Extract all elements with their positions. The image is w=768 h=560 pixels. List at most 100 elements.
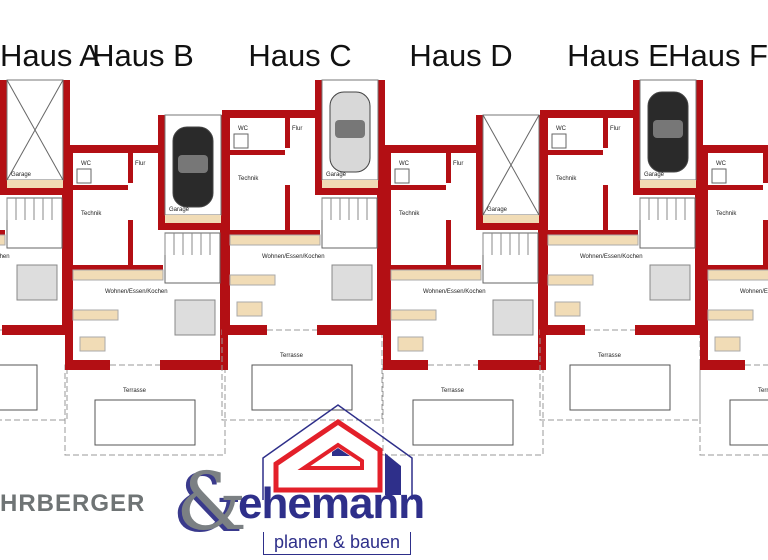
garage-shelf <box>640 180 696 188</box>
ehemann-house-logo-icon <box>262 404 413 500</box>
shower-icon <box>233 133 249 149</box>
living-label: Wohnen/Essen/Kochen <box>580 254 643 260</box>
shower-icon <box>76 168 92 184</box>
house-title: Haus B <box>92 38 194 73</box>
wall-left <box>383 145 391 370</box>
terrace-area <box>569 364 671 411</box>
wall-top <box>65 145 161 153</box>
terrace-label: Terrasse <box>598 353 622 359</box>
shower-icon <box>551 133 567 149</box>
terrace-area <box>412 399 514 446</box>
dining-table <box>397 336 424 352</box>
sofa-icon <box>331 264 373 301</box>
garage-label: Garage <box>644 172 665 178</box>
kitchen-counter <box>0 234 6 246</box>
terrace-label: Terrasse <box>280 353 304 359</box>
wall-left <box>700 145 708 370</box>
wall-technik <box>391 265 481 270</box>
garage-cross <box>482 114 540 216</box>
shower-icon <box>394 168 410 184</box>
living-label: Wohnen/Essen/Kochen <box>740 289 768 295</box>
garage-shelf <box>7 180 63 188</box>
kitchen-counter <box>547 234 639 246</box>
wall-technik-right <box>128 220 133 268</box>
wc-label: WC <box>716 161 727 167</box>
flur-label: Flur <box>453 161 463 167</box>
wall-left <box>222 110 230 335</box>
garage-shelf <box>165 215 221 223</box>
dining-table <box>714 336 741 352</box>
technik-label: Technik <box>716 211 737 217</box>
kitchen-counter <box>707 269 768 281</box>
car-windshield <box>335 120 365 138</box>
terrace-area <box>729 399 768 446</box>
floor-plan: Terrasse Garage WC FlurTechnikWohnen/Essen/… <box>0 79 768 456</box>
wall-flur <box>763 153 768 183</box>
kitchen-counter <box>229 234 321 246</box>
wall-bottom-right <box>2 325 70 335</box>
wall-flur <box>603 118 608 148</box>
dining-table <box>236 301 263 317</box>
flur-label: Flur <box>135 161 145 167</box>
wall-bottom-left <box>700 360 745 370</box>
partner-logo-text: HRBERGER <box>0 490 146 517</box>
terrace-area <box>251 364 353 411</box>
wall-bottom-right <box>478 360 546 370</box>
kitchen-counter <box>390 269 482 281</box>
terrace-outline <box>0 329 68 421</box>
wall-top <box>383 145 479 153</box>
living-label: Wohnen/Essen/Kochen <box>262 254 325 260</box>
wall-technik <box>230 230 320 235</box>
dining-table <box>554 301 581 317</box>
wall-technik-right <box>285 185 290 233</box>
wall-bottom-right <box>317 325 385 335</box>
terrace-label: Terrasse <box>441 388 465 394</box>
wall-technik <box>73 265 163 270</box>
wall-left <box>65 145 73 370</box>
sofa-icon <box>649 264 691 301</box>
house-title: Haus F <box>668 38 768 73</box>
dining-table <box>79 336 106 352</box>
wall-wc <box>230 150 285 155</box>
wall-technik-right <box>603 185 608 233</box>
living-label: Wohnen/Essen/Kochen <box>0 254 10 260</box>
technik-label: Technik <box>238 176 259 182</box>
wall-bottom-left <box>540 325 585 335</box>
terrace-area <box>0 364 38 411</box>
terrace-outline <box>699 364 768 456</box>
wall-flur <box>128 153 133 183</box>
wall-wc <box>708 185 763 190</box>
living-label: Wohnen/Essen/Kochen <box>105 289 168 295</box>
technik-label: Technik <box>556 176 577 182</box>
tagline: planen & bauen <box>263 532 411 555</box>
wc-label: WC <box>399 161 410 167</box>
car-windshield <box>653 120 683 138</box>
wall-bottom-left <box>222 325 267 335</box>
house-title: Haus D <box>409 38 513 73</box>
garage-label: Garage <box>11 172 32 178</box>
wall-technik-right <box>763 220 768 268</box>
sofa-icon <box>492 299 534 336</box>
flur-label: Flur <box>610 126 620 132</box>
house-title: Haus A <box>0 38 100 73</box>
wc-label: WC <box>81 161 92 167</box>
wall-wc <box>548 150 603 155</box>
terrace-label: Terrasse <box>758 388 768 394</box>
garage-shelf <box>322 180 378 188</box>
kitchen-island <box>390 309 437 321</box>
car-windshield <box>178 155 208 173</box>
wall-top <box>540 110 636 118</box>
wall-left <box>540 110 548 335</box>
terrace-outline <box>64 364 226 456</box>
wall-technik-right <box>446 220 451 268</box>
terrace-label: Terrasse <box>123 388 147 394</box>
house-title: Haus E <box>567 38 669 73</box>
sofa-icon <box>174 299 216 336</box>
wall-bottom-right <box>160 360 228 370</box>
terrace-outline <box>539 329 701 421</box>
